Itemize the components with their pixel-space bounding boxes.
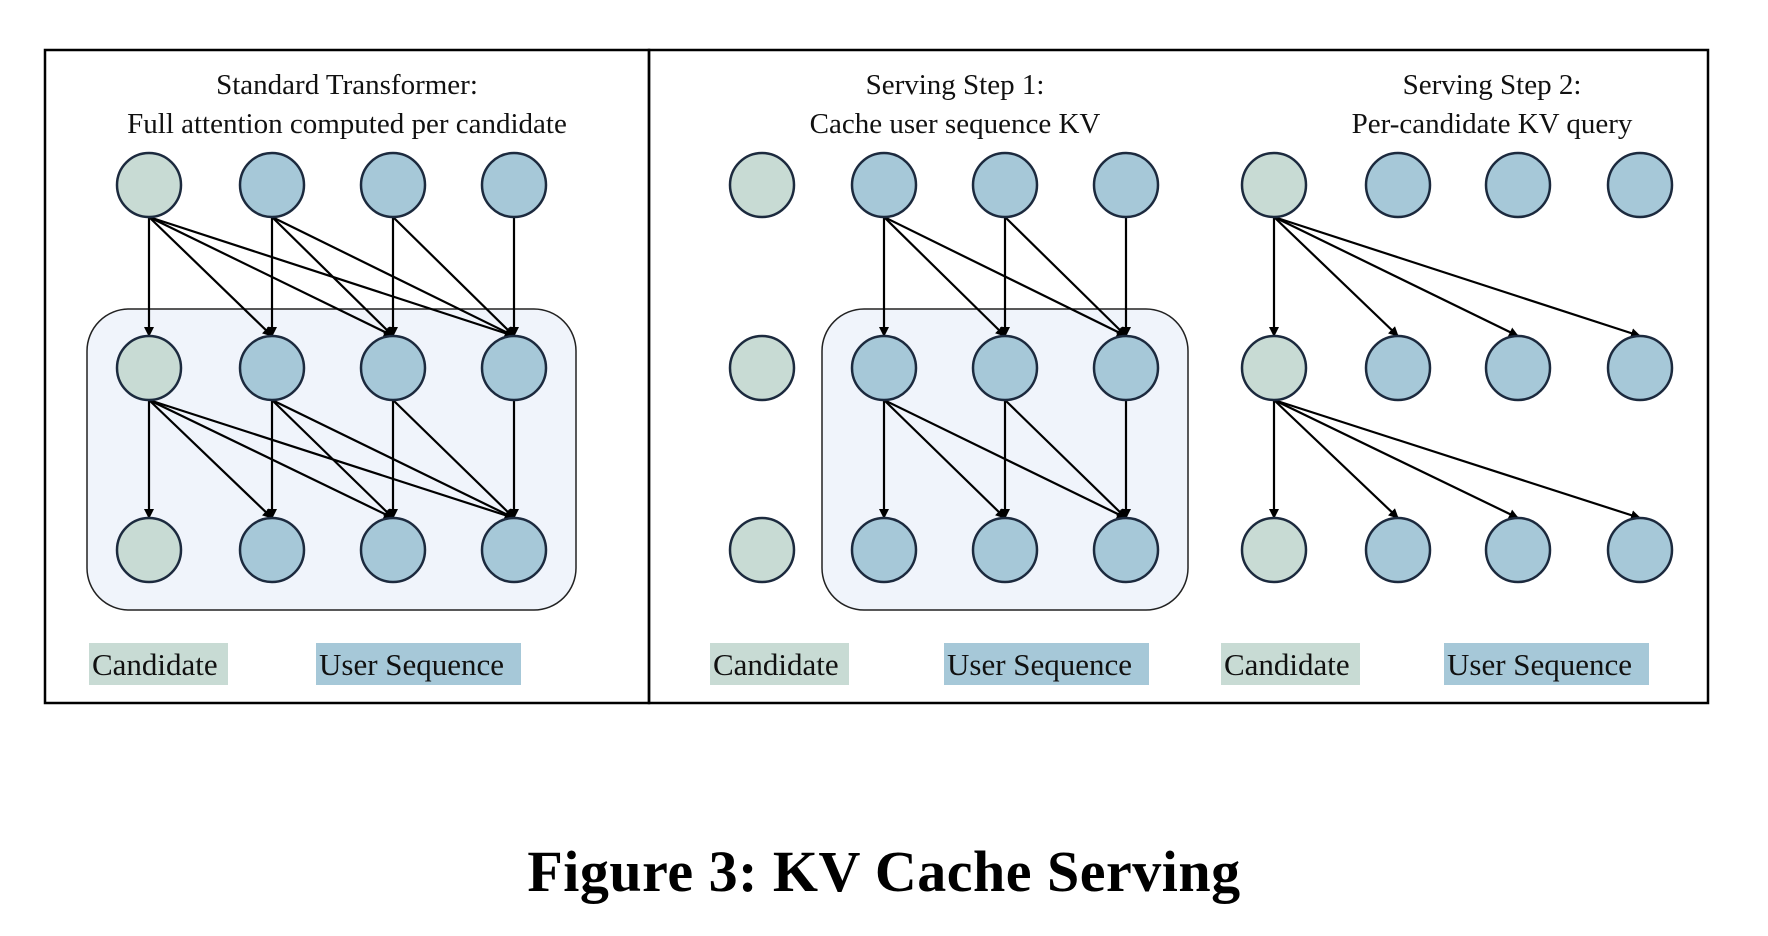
user-sequence-token-node (1484, 151, 1552, 219)
legend-swatch-candidate (710, 643, 849, 685)
attention-edge-serving-step-1 (1004, 216, 1127, 337)
legend-swatch-candidate (89, 643, 228, 685)
legend-label-candidate: Candidate (1224, 647, 1350, 682)
attention-edge-serving-step-1 (883, 399, 1006, 519)
candidate-token-node (115, 334, 183, 402)
user-sequence-token-node (1606, 516, 1674, 584)
attention-edge-serving-step-2 (1273, 399, 1399, 519)
user-sequence-token-node (1484, 334, 1552, 402)
legend-swatch-candidate (1221, 643, 1360, 685)
user-sequence-token-node (1364, 516, 1432, 584)
candidate-token-node (728, 151, 796, 219)
legend-step2: Candidate User Sequence (1221, 643, 1649, 685)
user-sequence-token-node (1092, 151, 1160, 219)
legend-label-user-sequence: User Sequence (1447, 647, 1632, 682)
user-sequence-token-node (359, 151, 427, 219)
user-sequence-token-node (850, 151, 918, 219)
user-sequence-token-node (971, 516, 1039, 584)
candidate-token-node (115, 151, 183, 219)
legend-label-candidate: Candidate (713, 647, 839, 682)
user-sequence-token-node (850, 516, 918, 584)
attention-edge-serving-step-1 (883, 216, 1006, 337)
user-sequence-token-node (971, 151, 1039, 219)
legend-swatch-user-sequence (944, 643, 1149, 685)
user-sequence-token-node (1364, 151, 1432, 219)
user-sequence-token-node (238, 516, 306, 584)
user-sequence-token-node (480, 151, 548, 219)
candidate-token-node (1240, 516, 1308, 584)
user-sequence-token-node (480, 334, 548, 402)
attention-edge-standard (392, 399, 515, 519)
attention-edge-standard (148, 216, 273, 337)
attention-edge-standard (271, 399, 394, 519)
candidate-token-node (728, 334, 796, 402)
user-sequence-token-node (850, 334, 918, 402)
candidate-token-node (1240, 334, 1308, 402)
user-sequence-token-node (1092, 516, 1160, 584)
candidate-token-node (728, 516, 796, 584)
user-sequence-token-node (1606, 151, 1674, 219)
user-sequence-token-node (238, 334, 306, 402)
user-sequence-token-node (1092, 334, 1160, 402)
frame-right (647, 48, 1710, 705)
legend-standard: Candidate User Sequence (89, 643, 521, 685)
legend-label-user-sequence: User Sequence (319, 647, 504, 682)
attention-edge-serving-step-2 (1273, 216, 1519, 337)
legend-step1: Candidate User Sequence (710, 643, 1149, 685)
candidate-token-node (115, 516, 183, 584)
legend-swatch-user-sequence (316, 643, 521, 685)
attention-edge-serving-step-2 (1273, 216, 1399, 337)
user-sequence-token-node (1364, 334, 1432, 402)
panel-title-step2-line2: Per-candidate KV query (1352, 108, 1633, 140)
user-sequence-token-node (971, 334, 1039, 402)
candidate-token-node (1240, 151, 1308, 219)
panel-title-step1-line1: Serving Step 1: (866, 69, 1045, 101)
attention-edge-serving-step-2 (1273, 398, 1641, 520)
user-sequence-token-node (480, 516, 548, 584)
panel-title-step2-line1: Serving Step 2: (1403, 69, 1582, 101)
user-sequence-token-node (359, 516, 427, 584)
attention-edge-standard (148, 399, 273, 519)
panel-title-standard-line2: Full attention computed per candidate (127, 108, 567, 140)
attention-edge-standard (271, 216, 394, 337)
user-sequence-token-node (1606, 334, 1674, 402)
user-sequence-token-node (359, 334, 427, 402)
attention-edge-serving-step-2 (1273, 215, 1641, 338)
legend-swatch-user-sequence (1444, 643, 1649, 685)
figure-caption: Figure 3: KV Cache Serving (527, 839, 1241, 904)
legend-label-user-sequence: User Sequence (947, 647, 1132, 682)
panel-title-step1-line2: Cache user sequence KV (810, 108, 1101, 140)
attention-edge-serving-step-1 (1004, 399, 1127, 519)
legend-label-candidate: Candidate (92, 647, 218, 682)
attention-edge-standard (392, 216, 515, 337)
panel-title-standard-line1: Standard Transformer: (216, 69, 478, 101)
attention-edge-serving-step-2 (1273, 399, 1519, 519)
user-sequence-token-node (1484, 516, 1552, 584)
user-sequence-token-node (238, 151, 306, 219)
